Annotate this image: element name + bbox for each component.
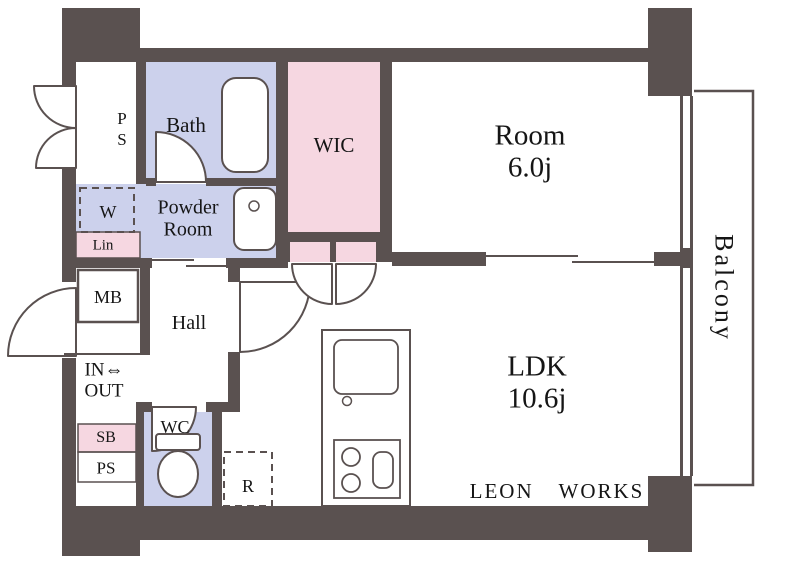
room-label-line2: 6.0j xyxy=(507,152,553,184)
hall-ldk-door xyxy=(239,281,311,353)
linen-label: Lin xyxy=(92,237,114,254)
linen-outline xyxy=(75,231,141,259)
bath-label: Bath xyxy=(166,113,206,138)
stove-grill-icon xyxy=(372,451,394,489)
closet-door-upper xyxy=(33,85,77,129)
closet-door-lower xyxy=(35,127,77,169)
bath-door xyxy=(155,131,207,183)
meter-box-label: MB xyxy=(93,286,123,307)
powder-room-label-line2: Room xyxy=(163,219,213,241)
room-label: Room 6.0j xyxy=(495,120,566,185)
wic-niche-right-floor xyxy=(336,242,376,262)
stove-burner-2-icon xyxy=(341,473,361,493)
sliding-doors xyxy=(152,255,654,267)
entrance-door xyxy=(7,287,77,357)
bathtub-icon xyxy=(221,77,269,173)
ps-top-label: PS xyxy=(112,109,132,151)
fridge-space-icon xyxy=(223,451,273,507)
sb-label: SB xyxy=(96,429,116,447)
stove-burner-1-icon xyxy=(341,447,361,467)
powder-room-label: Powder Room xyxy=(157,197,218,242)
kitchen-sink-icon xyxy=(333,339,399,395)
washer-label: W xyxy=(99,201,117,222)
wic-floor xyxy=(288,62,380,232)
room-label-line1: Room xyxy=(494,119,566,152)
kitchen-faucet-icon xyxy=(341,395,353,407)
ps-bottom-label: PS xyxy=(96,458,116,478)
entrance-label-line1: IN⇔ xyxy=(84,359,124,381)
fridge-label: R xyxy=(241,475,255,496)
niche-door-left xyxy=(291,263,333,305)
powder-room-label-line1: Powder xyxy=(157,196,219,219)
niche-door-right xyxy=(335,263,377,305)
entrance-label-line2: OUT xyxy=(84,381,124,402)
sb-floor xyxy=(78,424,136,452)
wic-niche-left-floor xyxy=(288,242,330,262)
vanity-faucet-icon xyxy=(248,200,260,212)
wc-label: WC xyxy=(160,416,190,437)
meter-box-outline xyxy=(76,268,140,324)
brand-text: LEON WORKS xyxy=(469,479,645,504)
ps-bottom-outline xyxy=(77,451,137,483)
entrance-label: IN⇔ OUT xyxy=(84,360,123,403)
walls xyxy=(62,8,693,556)
hall-label: Hall xyxy=(171,311,207,334)
fixtures xyxy=(64,77,411,507)
ldk-label: LDK 10.6j xyxy=(507,351,567,416)
toilet-bowl-icon xyxy=(157,450,199,498)
balcony-label: Balcony xyxy=(709,234,739,342)
ldk-label-line1: LDK xyxy=(507,350,567,383)
doors xyxy=(7,85,377,452)
ldk-label-line2: 10.6j xyxy=(507,383,567,415)
balcony-outline xyxy=(694,89,755,487)
vanity-sink-icon xyxy=(233,187,277,251)
linen-floor xyxy=(76,232,140,258)
wic-label: WIC xyxy=(313,133,355,158)
